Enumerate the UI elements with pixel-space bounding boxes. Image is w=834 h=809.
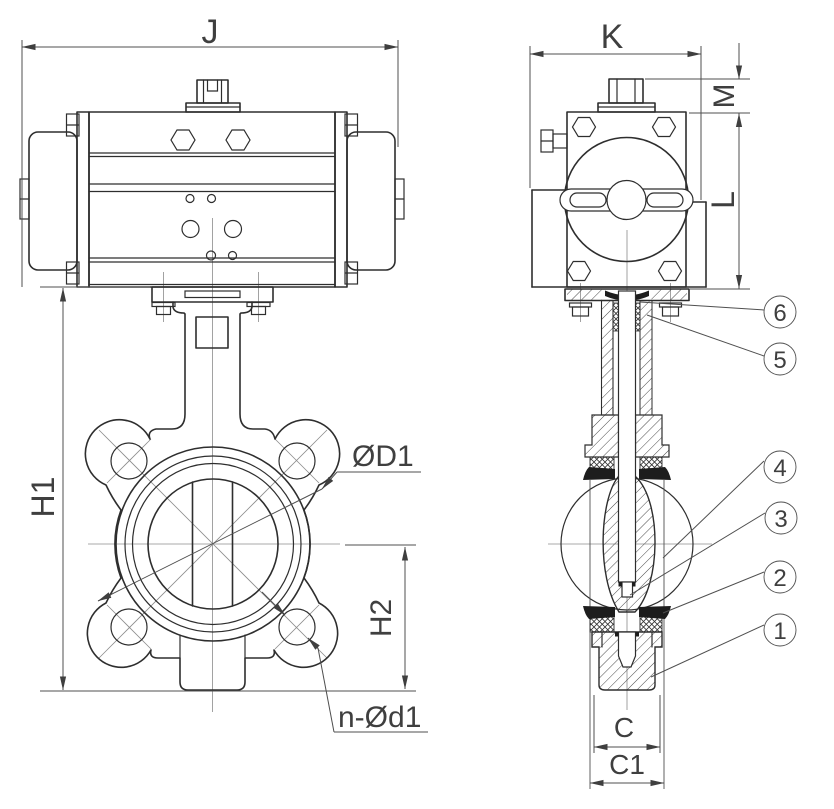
callout-2-num: 2 xyxy=(773,565,786,592)
callout-balloon-4 xyxy=(763,450,797,484)
callout-balloon-5 xyxy=(763,342,797,376)
callout-4-num: 4 xyxy=(773,455,786,482)
bolt-hole xyxy=(278,442,316,480)
dim-l-label: L xyxy=(705,191,741,209)
stem-shaft xyxy=(617,290,637,583)
hex-plug xyxy=(225,129,251,151)
callout-balloon-1 xyxy=(763,613,797,647)
stem-bottom xyxy=(621,581,634,598)
dim-h2-label: H2 xyxy=(365,599,398,637)
dim-j: J xyxy=(21,13,399,287)
seat-lip xyxy=(639,467,671,480)
dim-h1: H1 xyxy=(25,286,416,692)
dim-k-label: K xyxy=(601,18,624,56)
tie-rod-bolts xyxy=(65,113,359,285)
dim-h1-label: H1 xyxy=(25,477,61,518)
bore-circle xyxy=(147,478,279,610)
label-d1: ØD1 xyxy=(97,440,421,602)
bracket-bolt xyxy=(571,306,590,317)
raised-face-circle xyxy=(124,455,302,633)
dim-c1-label: C1 xyxy=(609,749,645,780)
dim-c: C xyxy=(593,695,661,753)
dim-j-label: J xyxy=(202,13,219,51)
seat-circle xyxy=(131,462,295,626)
label-nd1-text: n-Ød1 xyxy=(338,701,421,734)
label-d1-text: ØD1 xyxy=(352,440,414,473)
position-indicator xyxy=(185,79,241,113)
dim-c1: C1 xyxy=(589,749,665,787)
bolt-hole xyxy=(110,442,148,480)
dim-h2: H2 xyxy=(345,544,416,690)
neck-boss xyxy=(195,316,229,349)
dim-m: M xyxy=(645,43,750,114)
hex-plug xyxy=(170,129,196,151)
callout-6-num: 6 xyxy=(773,300,786,327)
callout-balloon-2 xyxy=(763,560,797,594)
bracket-bolt xyxy=(661,306,680,317)
neck-wall xyxy=(600,299,614,416)
actuator-fasteners xyxy=(170,129,251,261)
callout-5-num: 5 xyxy=(773,347,786,374)
stem-tip xyxy=(617,631,637,668)
hex-bolt xyxy=(571,116,597,138)
seat-lip xyxy=(639,606,671,619)
dim-c-label: C xyxy=(614,712,634,743)
side-valve-section xyxy=(560,288,694,789)
flange-silhouette xyxy=(84,301,341,691)
callout-balloon-6 xyxy=(763,295,797,329)
dim-l: L xyxy=(690,113,750,290)
side-view: K M L C C1 6 xyxy=(529,18,798,789)
side-actuator xyxy=(531,78,707,288)
hex-bolt xyxy=(651,116,677,138)
flange-outer-circle xyxy=(115,446,311,642)
bolt-hole xyxy=(278,608,316,646)
callouts: 6 5 4 3 2 1 xyxy=(629,295,798,678)
stem-drive xyxy=(606,179,647,221)
front-actuator xyxy=(19,79,405,316)
front-mounting-bracket xyxy=(151,286,274,316)
front-valve-body xyxy=(84,301,341,691)
neck-wall xyxy=(639,300,653,416)
callout-balloon-3 xyxy=(764,501,798,535)
front-view: J H1 H2 ØD1 n-Ød1 xyxy=(19,13,428,734)
callout-3-num: 3 xyxy=(774,506,787,533)
hex-bolt xyxy=(657,260,683,282)
label-nd1: n-Ød1 xyxy=(261,591,428,734)
bolt-hole xyxy=(110,608,148,646)
hex-bolt xyxy=(566,260,592,282)
callout-1-num: 1 xyxy=(773,618,786,645)
seat-lip xyxy=(583,606,615,619)
dim-k: K xyxy=(529,18,702,200)
dim-m-label: M xyxy=(708,84,741,109)
seat-lip xyxy=(583,467,615,480)
